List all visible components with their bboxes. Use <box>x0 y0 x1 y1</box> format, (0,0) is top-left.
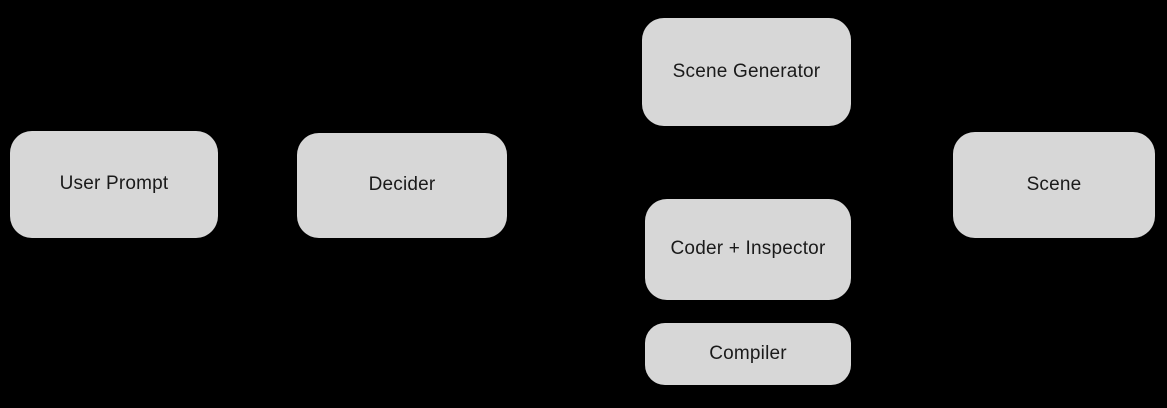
node-label: Scene Generator <box>672 60 821 82</box>
node-scene-generator[interactable]: Scene Generator <box>642 18 851 126</box>
node-label: Coder + Inspector <box>670 238 826 260</box>
node-decider[interactable]: Decider <box>297 133 507 238</box>
node-label: Decider <box>368 174 436 196</box>
node-label: Compiler <box>709 342 787 364</box>
node-coder-inspector[interactable]: Coder + Inspector <box>645 199 851 300</box>
node-scene[interactable]: Scene <box>953 132 1155 238</box>
node-label: Scene <box>1026 173 1082 195</box>
node-compiler[interactable]: Compiler <box>645 323 851 385</box>
node-label: User Prompt <box>59 173 169 195</box>
node-user-prompt[interactable]: User Prompt <box>10 131 218 238</box>
